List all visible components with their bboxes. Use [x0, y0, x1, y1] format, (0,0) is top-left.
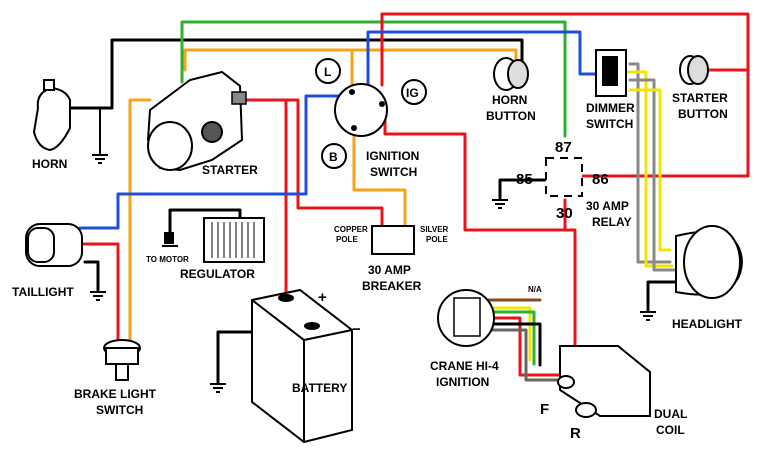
label-switch-B: B	[329, 150, 338, 164]
labels: HORN STARTER HORN BUTTON DIMMER SWITCH S…	[12, 65, 743, 442]
label-breaker-2: BREAKER	[362, 279, 422, 293]
wire-black-head	[646, 280, 678, 312]
label-coil-F: F	[540, 401, 549, 418]
wire-green-top	[180, 20, 567, 138]
wire-red-tail	[78, 242, 120, 340]
label-horn-button-2: BUTTON	[486, 109, 536, 123]
wire-yellow	[626, 70, 674, 268]
label-crane-1: CRANE HI-4	[430, 359, 499, 373]
label-starter: STARTER	[202, 163, 258, 177]
horn	[32, 79, 101, 152]
label-relay-85: 85	[516, 171, 533, 188]
label-starterbtn-1: STARTER	[672, 91, 728, 105]
ground-bat	[210, 383, 226, 393]
label-coil-1: DUAL	[654, 407, 687, 421]
breaker	[371, 225, 415, 255]
taillight	[25, 223, 83, 267]
label-taillight: TAILLIGHT	[12, 285, 74, 299]
wire-crane-yellow	[480, 306, 532, 362]
label-copper-1: COPPER	[334, 225, 368, 234]
wire-blue-top	[366, 30, 598, 92]
wire-black-horn	[68, 38, 524, 110]
wire-crane-black	[480, 322, 542, 367]
label-battery-plus: +	[318, 289, 327, 306]
label-copper-2: POLE	[336, 235, 358, 244]
starter-motor	[146, 70, 247, 172]
wire-red-starter	[238, 98, 288, 294]
label-switch-IG: IG	[406, 86, 419, 100]
label-ignsw-1: IGNITION	[366, 149, 419, 163]
battery	[251, 288, 353, 444]
label-dimmer-2: SWITCH	[586, 117, 633, 131]
headlight	[675, 225, 744, 299]
wire-red-ig	[383, 106, 577, 377]
wire-blue-tail	[78, 94, 342, 230]
label-brake-1: BRAKE LIGHT	[74, 387, 157, 401]
wire-black-reg	[168, 208, 242, 234]
label-dimmer-1: DIMMER	[586, 101, 635, 115]
label-relay-86: 86	[592, 171, 609, 188]
ground-tail	[90, 291, 106, 301]
label-relay-87: 87	[555, 139, 572, 156]
ground-horn	[92, 150, 108, 164]
label-silver-1: SILVER	[420, 225, 449, 234]
label-horn: HORN	[32, 157, 67, 171]
label-relay-30: 30	[556, 205, 573, 222]
label-coil-2: COIL	[656, 423, 685, 437]
wire-crane-white	[480, 328, 565, 382]
wire-red-starter-2	[250, 98, 384, 230]
wire-crane-green	[480, 310, 536, 366]
label-crane-2: IGNITION	[436, 375, 489, 389]
wire-black-tail	[83, 260, 100, 292]
label-battery-minus: −	[352, 321, 361, 338]
horn-button	[493, 57, 529, 91]
dimmer-switch	[595, 49, 627, 97]
label-brake-2: SWITCH	[96, 403, 143, 417]
ground-head	[640, 311, 656, 321]
ground-85	[492, 199, 508, 209]
relay	[545, 157, 583, 197]
crane-ignition	[437, 289, 495, 347]
ignition-switch	[315, 58, 427, 169]
label-ignsw-2: SWITCH	[370, 165, 417, 179]
wire-black-85	[498, 178, 547, 200]
wire-red-top	[380, 12, 750, 178]
brake-switch	[103, 339, 141, 381]
wire-white-2	[628, 78, 676, 272]
wire-orange-breaker	[352, 126, 407, 230]
starter-button	[679, 55, 709, 85]
label-na: N/A	[528, 285, 542, 294]
label-starterbtn-2: BUTTON	[678, 107, 728, 121]
regulator	[164, 217, 265, 263]
wire-white-1	[628, 62, 672, 264]
label-relay-name-1: 30 AMP	[586, 199, 629, 213]
label-relay-name-2: RELAY	[592, 215, 632, 229]
label-battery: BATTERY	[292, 381, 347, 395]
label-switch-L: L	[324, 65, 331, 79]
label-to-motor: TO MOTOR	[146, 255, 189, 264]
label-regulator: REGULATOR	[180, 267, 255, 281]
label-headlight: HEADLIGHT	[672, 317, 743, 331]
wire-yellow-2	[628, 88, 672, 252]
wire-orange-brake	[128, 98, 152, 342]
wires	[68, 12, 750, 384]
wire-crane-red	[480, 316, 562, 377]
label-breaker-1: 30 AMP	[368, 263, 411, 277]
dual-coil	[557, 345, 651, 418]
label-silver-2: POLE	[426, 235, 448, 244]
label-coil-R: R	[570, 425, 581, 442]
label-horn-button-1: HORN	[492, 93, 527, 107]
